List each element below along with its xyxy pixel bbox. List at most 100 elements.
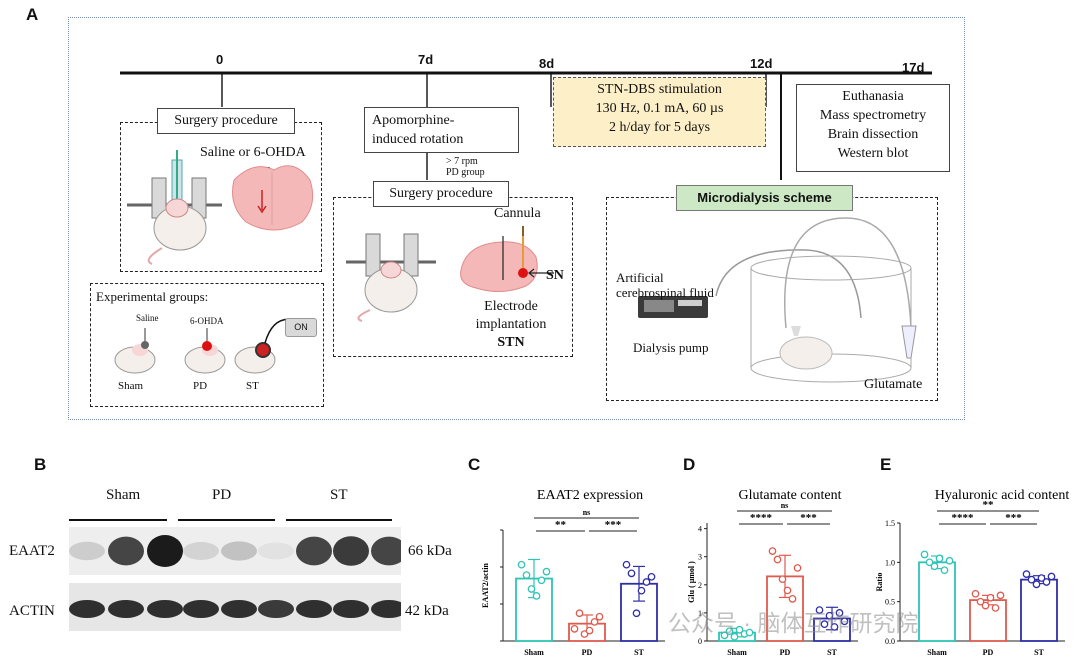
blot-band-actin-6 xyxy=(258,600,294,618)
blot-size-actin: 42 kDa xyxy=(405,603,449,619)
fluid-line-1: Artificial xyxy=(616,270,664,285)
data-point-sham xyxy=(730,632,739,641)
blot-band-eaat2-1 xyxy=(69,541,105,561)
microdialysis-title: Microdialysis scheme xyxy=(676,185,853,211)
data-point-st xyxy=(637,586,646,595)
groups-panel xyxy=(90,283,324,407)
blot-band-eaat2-7 xyxy=(296,536,332,566)
bar-st xyxy=(1020,578,1058,642)
data-point-st xyxy=(1032,580,1041,589)
stimulation-box: STN-DBS stimulation 130 Hz, 0.1 mA, 60 µ… xyxy=(553,77,766,147)
data-point-st xyxy=(820,620,829,628)
stimulation-schedule: 2 h/day for 5 days xyxy=(608,120,711,135)
data-point-sham xyxy=(945,556,954,565)
data-point-pd xyxy=(991,604,1000,612)
panel-label-c: C xyxy=(468,455,481,474)
electrode-label: Electrode implantation STN xyxy=(470,298,552,352)
surgery-1-title: Surgery procedure xyxy=(157,108,295,134)
data-point-pd xyxy=(981,601,990,610)
data-point-sham xyxy=(930,562,939,571)
data-point-pd xyxy=(971,589,980,598)
data-point-sham xyxy=(920,550,929,559)
blot-band-actin-1 xyxy=(69,600,105,618)
y-tick-label: 1.0 xyxy=(885,558,895,567)
rotation-title-line-1: Apomorphine- xyxy=(372,113,455,128)
blot-group-st: ST xyxy=(330,487,348,503)
x-tick-label-sham: Sham xyxy=(927,648,947,657)
data-point-pd xyxy=(570,625,579,633)
group-label-pd: PD xyxy=(193,380,208,392)
surgery-2-title: Surgery procedure xyxy=(373,181,509,207)
y-axis-label: EAAT2/actin xyxy=(481,563,490,608)
on-switch[interactable]: ON xyxy=(285,318,317,337)
y-axis-label: Ratio xyxy=(875,573,884,592)
day-label-12: 12d xyxy=(750,56,773,71)
group-label-sham: Sham xyxy=(118,380,144,392)
data-point-st xyxy=(840,617,849,626)
injection-label: Saline or 6-OHDA xyxy=(200,145,306,160)
data-point-st xyxy=(1027,575,1036,584)
y-tick-label: 2 xyxy=(698,581,702,590)
data-point-sham xyxy=(522,571,531,579)
chart-title: EAAT2 expression xyxy=(537,488,643,503)
y-tick-label: 1.5 xyxy=(885,519,895,528)
data-point-pd xyxy=(768,547,777,555)
data-point-st xyxy=(642,578,651,586)
day-label-0: 0 xyxy=(216,52,224,67)
data-point-st xyxy=(825,611,834,620)
electrode-line-2: implantation xyxy=(475,317,547,332)
electrode-line-1: Electrode xyxy=(484,299,538,314)
significance-label: ns xyxy=(781,501,789,510)
x-tick-label-pd: PD xyxy=(780,648,791,657)
stimulation-params: 130 Hz, 0.1 mA, 60 µs xyxy=(595,101,724,116)
blot-band-actin-2 xyxy=(108,600,144,618)
data-point-pd xyxy=(585,626,594,635)
data-point-pd xyxy=(778,575,787,584)
blot-band-actin-9 xyxy=(371,600,401,618)
data-point-pd xyxy=(590,618,599,626)
y-tick-label: 4 xyxy=(698,525,702,534)
data-point-st xyxy=(1047,572,1056,581)
blot-group-pd: PD xyxy=(212,487,232,503)
data-point-sham xyxy=(537,576,546,585)
data-point-st xyxy=(815,606,824,614)
euthanasia-step-3: Western blot xyxy=(837,146,909,161)
y-tick-label: 0.5 xyxy=(885,598,895,607)
ohda-label: 6-OHDA xyxy=(190,316,224,326)
panel-label-a: A xyxy=(26,5,39,24)
x-tick-label-st: ST xyxy=(827,648,837,657)
data-point-sham xyxy=(925,558,934,567)
data-point-st xyxy=(1042,578,1051,586)
x-tick-label-sham: Sham xyxy=(524,648,544,657)
blot-band-actin-8 xyxy=(333,600,369,618)
data-point-st xyxy=(835,609,844,617)
data-point-sham xyxy=(527,585,536,593)
x-tick-label-pd: PD xyxy=(983,648,994,657)
data-point-sham xyxy=(935,554,944,563)
day-label-7: 7d xyxy=(418,52,434,67)
data-point-sham xyxy=(517,560,526,569)
surgery-1-illustration xyxy=(127,150,314,265)
data-point-st xyxy=(1022,570,1031,578)
x-tick-label-st: ST xyxy=(1034,648,1044,657)
panel-label-b: B xyxy=(34,455,47,474)
blot-band-eaat2-5 xyxy=(221,541,257,561)
day-label-8: 8d xyxy=(539,56,555,71)
pump-label: Dialysis pump xyxy=(633,340,709,355)
euthanasia-box: Euthanasia Mass spectrometry Brain disse… xyxy=(796,84,950,172)
panel-label-d: D xyxy=(683,455,696,474)
blot-band-eaat2-9 xyxy=(371,536,401,566)
rotation-criterion-group: PD group xyxy=(446,167,485,178)
y-tick-label: 1 xyxy=(698,609,702,618)
euthanasia-step-1: Mass spectrometry xyxy=(819,108,927,123)
cannula-label: Cannula xyxy=(494,206,541,221)
saline-label: Saline xyxy=(136,313,159,323)
bar-sham xyxy=(918,561,956,642)
data-point-sham xyxy=(532,592,541,600)
panel-a-frame xyxy=(68,17,965,420)
data-point-pd xyxy=(986,593,995,602)
timeline xyxy=(120,71,932,180)
watermark: 公众号 · 脑体互作研究院 xyxy=(668,610,919,636)
significance-label: **** xyxy=(952,512,975,524)
significance-label: *** xyxy=(1005,512,1022,524)
